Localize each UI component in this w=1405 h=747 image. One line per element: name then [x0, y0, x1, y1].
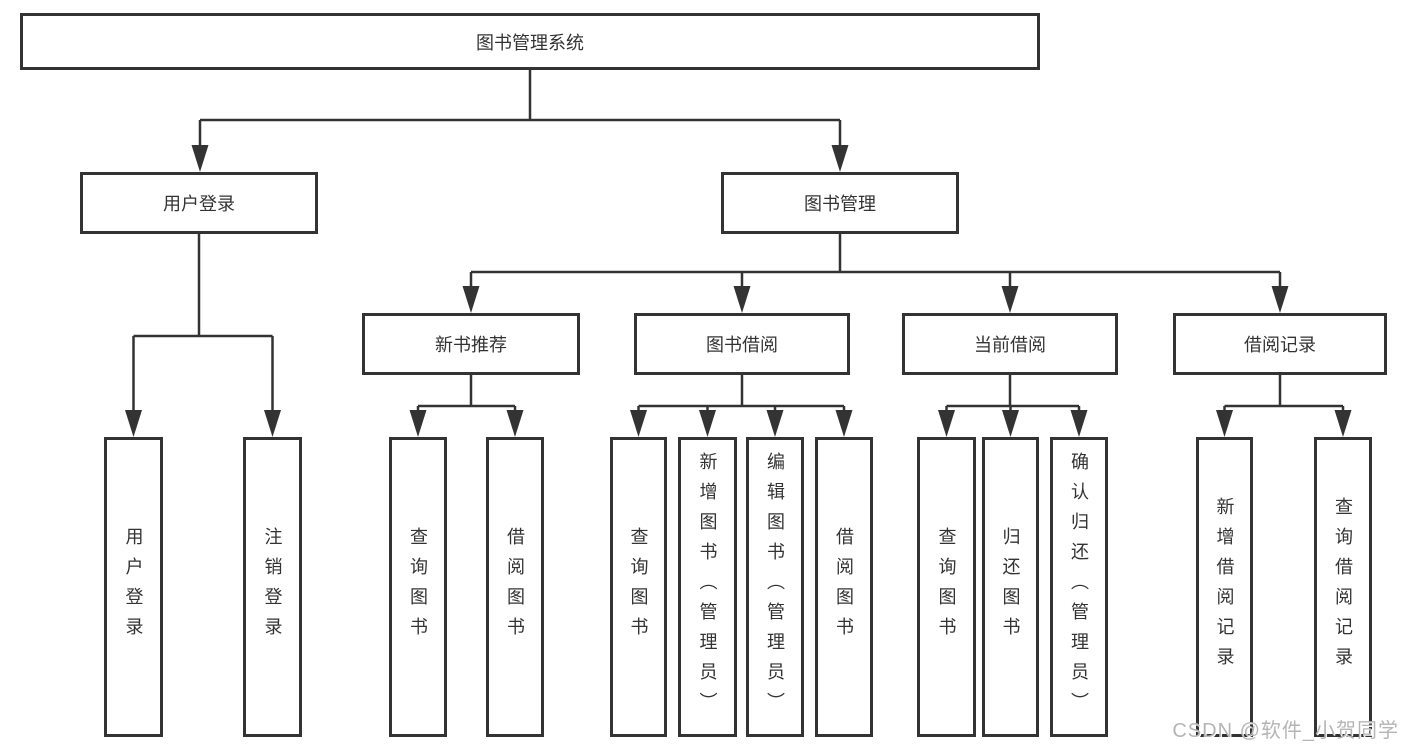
- leaf-query-books-borrowing: 查询图书: [610, 437, 667, 737]
- leaf-add-books-admin-label: 新增图书（管理员）: [697, 452, 718, 722]
- leaf-add-borrow-record-label: 新增借阅记录: [1214, 497, 1235, 677]
- node-library-management-system: 图书管理系统: [20, 13, 1040, 70]
- leaf-query-books-borrowing-label: 查询图书: [628, 527, 649, 647]
- leaf-query-books-recommend-label: 查询图书: [408, 527, 428, 647]
- node-new-book-recommend-label: 新书推荐: [435, 335, 507, 355]
- leaf-logout: 注销登录: [243, 437, 302, 737]
- leaf-confirm-return-admin-label: 确认归还（管理员）: [1069, 452, 1089, 722]
- leaf-borrow-books: 借阅图书: [815, 437, 873, 737]
- node-book-management: 图书管理: [721, 172, 959, 234]
- leaf-edit-books-admin-label: 编辑图书（管理员）: [765, 452, 785, 722]
- leaf-add-borrow-record: 新增借阅记录: [1196, 437, 1253, 737]
- node-current-borrowing-label: 当前借阅: [974, 335, 1046, 355]
- node-library-management-system-label: 图书管理系统: [476, 32, 584, 53]
- leaf-borrow-books-recommend: 借阅图书: [486, 437, 544, 737]
- node-current-borrowing: 当前借阅: [902, 313, 1118, 375]
- leaf-return-books-label: 归还图书: [1000, 527, 1021, 647]
- leaf-borrow-books-label: 借阅图书: [834, 527, 854, 647]
- node-book-borrowing-label: 图书借阅: [706, 335, 778, 355]
- leaf-user-login: 用户登录: [104, 437, 163, 737]
- leaf-query-books-current-label: 查询图书: [936, 527, 957, 647]
- node-book-management-label: 图书管理: [804, 194, 876, 214]
- csdn-watermark: CSDN @软件_小贺同学: [1172, 720, 1399, 742]
- leaf-query-borrow-record: 查询借阅记录: [1314, 437, 1372, 737]
- leaf-query-books-current: 查询图书: [917, 437, 976, 737]
- leaf-query-books-recommend: 查询图书: [389, 437, 447, 737]
- node-user-login: 用户登录: [80, 172, 318, 234]
- leaf-add-books-admin: 新增图书（管理员）: [678, 437, 737, 737]
- node-new-book-recommend: 新书推荐: [362, 313, 580, 375]
- leaf-user-login-label: 用户登录: [123, 527, 144, 647]
- node-borrowing-records: 借阅记录: [1173, 313, 1387, 375]
- leaf-confirm-return-admin: 确认归还（管理员）: [1050, 437, 1108, 737]
- leaf-query-borrow-record-label: 查询借阅记录: [1333, 497, 1353, 677]
- node-borrowing-records-label: 借阅记录: [1244, 335, 1316, 355]
- leaf-logout-label: 注销登录: [262, 527, 283, 647]
- leaf-return-books: 归还图书: [982, 437, 1039, 737]
- node-book-borrowing: 图书借阅: [634, 313, 850, 375]
- node-user-login-label: 用户登录: [163, 194, 235, 214]
- leaf-edit-books-admin: 编辑图书（管理员）: [746, 437, 804, 737]
- leaf-borrow-books-recommend-label: 借阅图书: [505, 527, 525, 647]
